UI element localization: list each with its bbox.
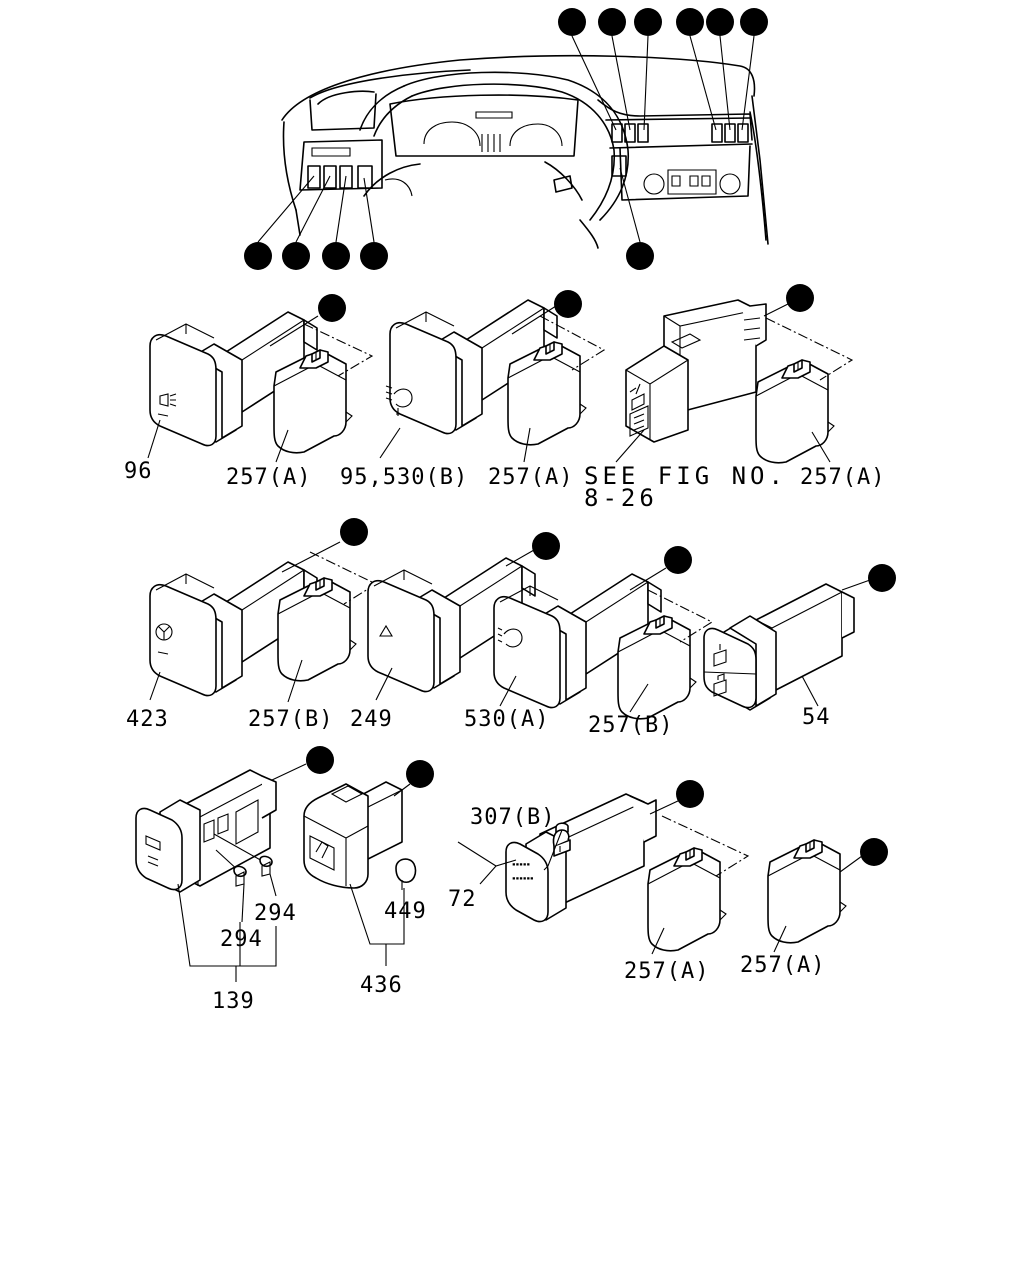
callout-d-overview: D [740,8,768,36]
svg-text:J: J [633,244,646,269]
svg-text:J: J [683,782,696,807]
svg-text:K: K [867,840,881,865]
label-257a-2: 257(A) [488,465,573,490]
dashboard-switch-slots [307,123,749,189]
svg-text:D: D [347,520,360,545]
label-257b-1: 257(B) [248,707,333,732]
group-g: G 54 [703,564,896,730]
callout-k: K [860,838,888,866]
group-b: B 95,530(B) 257(A) [340,290,606,490]
seat-heater-icon [309,835,335,871]
rear-defogger-icon [145,835,161,867]
svg-text:▪▪▪▪▪▪: ▪▪▪▪▪▪ [512,875,534,882]
label-307b: 307(B) [470,805,555,830]
label-257a-5: 257(A) [740,953,825,978]
label-436: 436 [360,973,403,998]
headlamp-leveling-icon [385,385,413,416]
svg-text:C: C [329,244,342,269]
svg-text:B: B [561,292,574,317]
dashboard-leaders [257,35,755,243]
group-i: I 449 436 [303,760,434,998]
label-257a-4: 257(A) [624,959,709,984]
callout-c-overview: C [322,242,350,270]
svg-text:D: D [747,10,760,35]
callout-a: A [318,294,346,322]
svg-text:G: G [875,566,888,591]
callout-e-overview: E [558,8,586,36]
group-k: K 257(A) [740,838,888,978]
label-see-fig-no: SEE FIG NO. [584,462,787,490]
callout-j: J [676,780,704,808]
callout-i-overview: I [676,8,704,36]
fog-lamp-icon [157,393,177,417]
svg-text:G: G [605,10,618,35]
callout-j-overview: J [626,242,654,270]
svg-text:F: F [671,548,684,573]
svg-text:H: H [313,748,326,773]
svg-text:E: E [565,10,578,35]
group-a: A 96 257(A) [124,294,374,490]
callout-b-overview: B [282,242,310,270]
group-j: ▪▪▪▪▪ ▪▪▪▪▪▪ J 307(B) 72 257(A) [448,780,750,984]
label-139: 139 [212,989,255,1014]
callout-e: E [532,532,560,560]
callout-c: C [786,284,814,312]
window-defogger-icon [629,383,649,437]
svg-text:C: C [793,286,806,311]
label-96: 96 [124,459,153,484]
label-72: 72 [448,887,477,912]
fan-icon [155,623,173,655]
callout-f: F [664,546,692,574]
svg-text:F: F [713,10,726,35]
hazard-icon [379,624,393,637]
headlamp-leveling-icon-2 [497,627,523,648]
callout-f-overview: F [706,8,734,36]
group-f: F 530(A) 257(B) [464,546,714,738]
label-see-fig-8-26: 8-26 [584,484,658,512]
label-54: 54 [802,705,831,730]
group-c: C SEE FIG NO. 8-26 257(A) [584,284,885,512]
group-d: D 423 257(B) [126,518,378,732]
dashboard-overview [257,35,769,249]
callout-g: G [868,564,896,592]
callout-d: D [340,518,368,546]
callout-a-overview: A [244,242,272,270]
svg-text:H: H [641,10,654,35]
group-h: H 294 294 139 [135,746,334,1014]
switch-text-placeholder: ▪▪▪▪▪ [512,861,530,868]
label-257b-2: 257(B) [588,713,673,738]
callout-b: B [554,290,582,318]
svg-text:B: B [289,244,302,269]
svg-text:I: I [413,762,426,787]
callout-i: I [406,760,434,788]
callout-k-overview: K [360,242,388,270]
label-449: 449 [384,899,427,924]
label-249: 249 [350,707,393,732]
window-lock-icon [713,644,727,697]
label-257a-3: 257(A) [800,465,885,490]
group-e: E 249 [350,532,560,732]
label-423: 423 [126,707,169,732]
svg-text:K: K [367,244,381,269]
svg-text:A: A [325,296,338,321]
callout-g-overview: G [598,8,626,36]
svg-text:I: I [683,10,696,35]
label-294-2: 294 [220,927,263,952]
label-530a: 530(A) [464,707,549,732]
label-95-530b: 95,530(B) [340,465,468,490]
svg-text:A: A [251,244,264,269]
svg-text:E: E [539,534,552,559]
label-257a-1: 257(A) [226,465,311,490]
callout-h-overview: H [634,8,662,36]
callout-h: H [306,746,334,774]
label-294-1: 294 [254,901,297,926]
